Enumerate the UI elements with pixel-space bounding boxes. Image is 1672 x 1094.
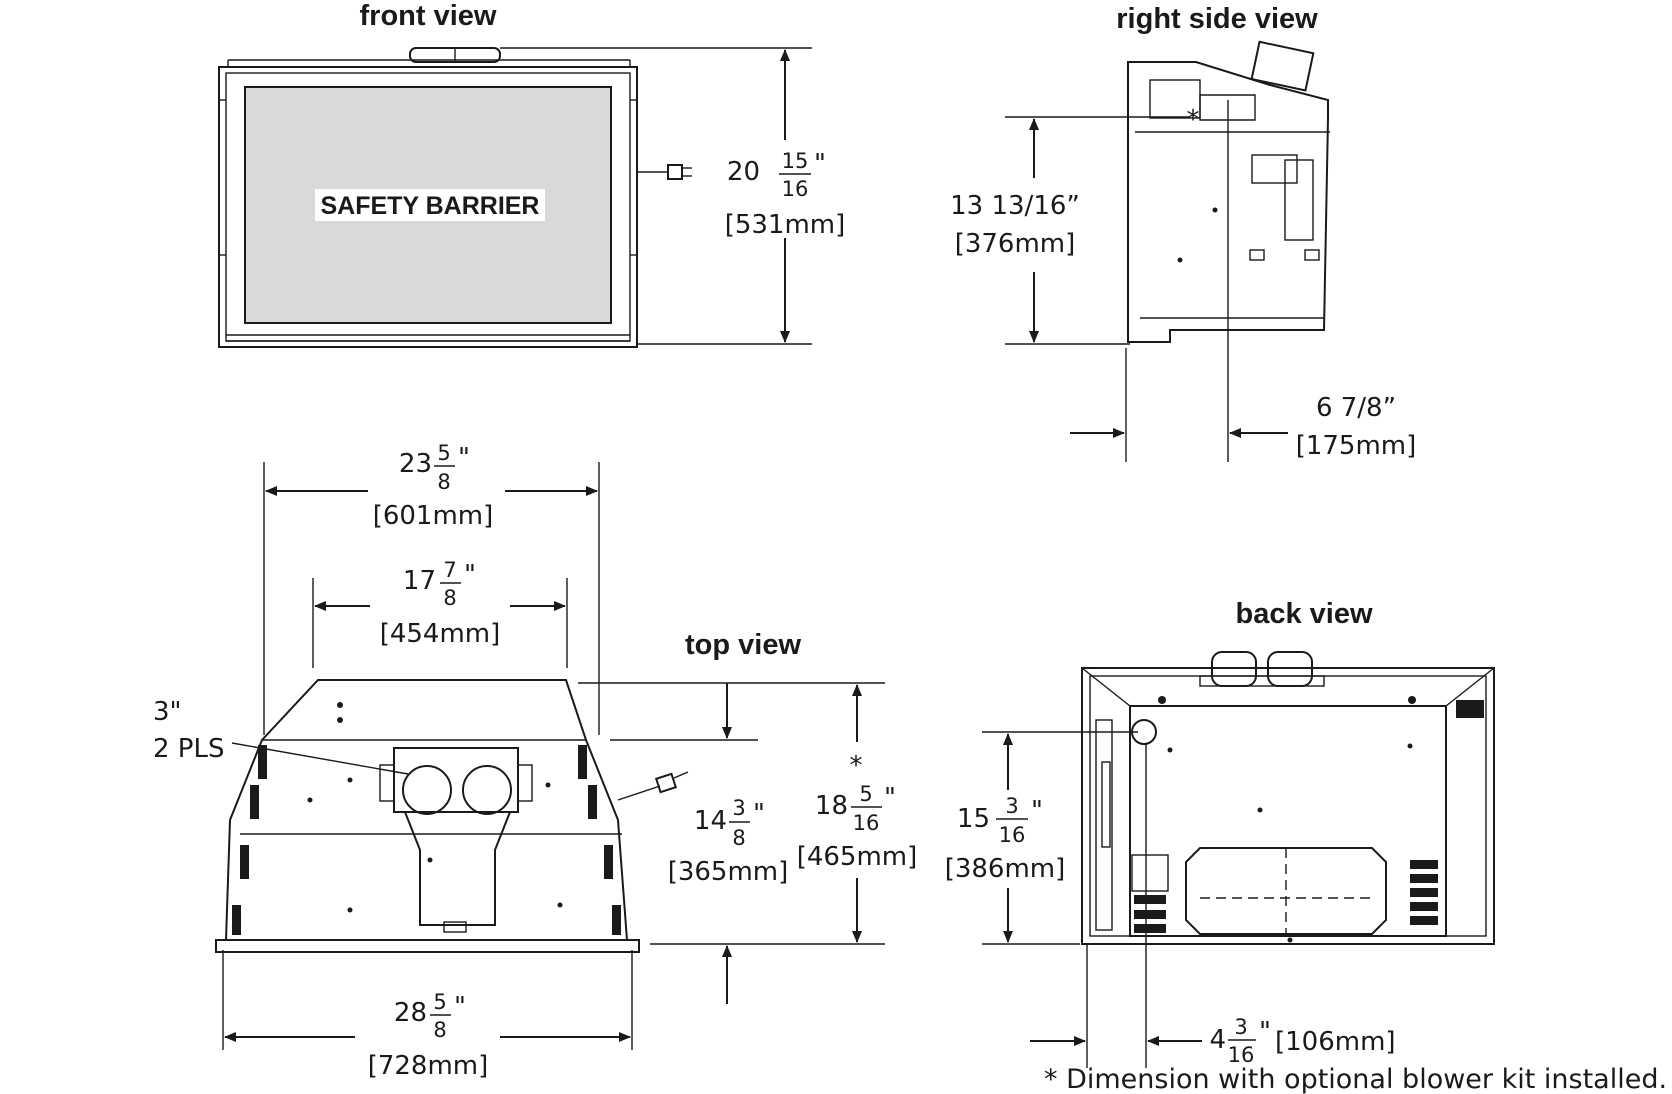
top-view-power-cord-plug-icon [617,771,689,801]
front-view-title: front view [360,0,497,32]
back-offset-metric: [106mm] [1275,1027,1396,1057]
top-view-unit-outline [215,679,640,953]
top-inner-width-metric: [454mm] [380,619,501,649]
back-view-unit-outline [1081,651,1495,945]
back-vent-louvres-left [1134,895,1166,933]
top-overall-width-whole: 28 [394,998,427,1028]
top-depth-b-asterisk: * [850,751,863,781]
right-side-height-text: 13 13/16” [950,191,1080,221]
footnote: * Dimension with optional blower kit ins… [1044,1064,1667,1094]
back-offset-whole: 4 [1209,1025,1226,1055]
top-outer-width-whole: 23 [399,449,432,479]
top-inner-width-num: 7 [443,558,456,582]
top-depth-b-unit: " [884,783,896,813]
top-depth-b-dimension: * 18 5 16 " [465mm] [578,682,918,943]
top-inner-width-dimension: 17 7 8 " [454mm] [312,558,568,668]
top-depth-b-num: 5 [859,782,872,806]
right-side-height-dimension: 13 13/16” [376mm] [950,116,1190,345]
back-height-dimension: 15 3 16 " [386mm] [945,731,1138,945]
right-side-view-title: right side view [1116,3,1318,35]
vent-louvres-right [578,745,621,935]
back-offset-den: 16 [1228,1043,1255,1067]
top-depth-a-den: 8 [732,826,745,850]
top-depth-b-den: 16 [853,811,880,835]
top-inner-width-unit: " [464,560,476,590]
top-overall-width-dimension: 28 5 8 " [728mm] [222,950,633,1081]
right-side-asterisk: * [1187,105,1200,135]
safety-barrier-label-bg [315,189,545,221]
front-view-unit-outline [218,47,638,348]
front-height-num: 15 [782,149,809,173]
back-height-metric: [386mm] [945,854,1066,884]
front-view: front view SAFETY BARRIER [218,0,846,348]
back-height-whole: 15 [957,804,990,834]
top-overall-width-unit: " [454,992,466,1022]
top-view-title: top view [685,629,801,661]
top-outer-width-den: 8 [437,470,450,494]
right-side-depth-metric: [175mm] [1296,431,1417,461]
top-depth-a-unit: " [753,799,765,829]
top-outer-width-num: 5 [437,441,450,465]
top-vent-count: 2 PLS [153,734,224,764]
top-depth-a-whole: 14 [694,806,727,836]
top-overall-width-den: 8 [433,1018,446,1042]
top-outer-width-dimension: 23 5 8 " [601mm] [263,441,600,735]
top-depth-a-metric: [365mm] [668,857,789,887]
front-height-dimension: 20 15 16 " [531mm] [500,47,846,345]
top-view: top view [153,441,917,1081]
back-offset-unit: " [1259,1017,1271,1047]
back-height-num: 3 [1005,794,1018,818]
top-outer-width-metric: [601mm] [373,501,494,531]
front-height-unit: " [814,149,826,179]
top-inner-width-whole: 17 [403,566,436,596]
back-offset-dimension: 4 3 16 " [106mm] [1030,744,1396,1068]
top-depth-b-whole: 18 [815,791,848,821]
back-view: back view [945,598,1495,1068]
top-outer-width-unit: " [458,443,470,473]
top-overall-width-metric: [728mm] [368,1051,489,1081]
front-height-whole: 20 [727,157,760,187]
power-cord-plug-icon [637,164,692,180]
back-height-unit: " [1031,796,1043,826]
top-depth-b-metric: [465mm] [797,842,918,872]
right-side-depth-text: 6 7/8” [1316,393,1396,423]
vent-louvres-left [232,745,267,935]
front-height-den: 16 [782,177,809,201]
safety-barrier-label: SAFETY BARRIER [320,192,539,220]
back-height-den: 16 [999,823,1026,847]
top-inner-width-den: 8 [443,586,456,610]
top-depth-a-dimension: 14 3 8 " [365mm] [610,683,885,1004]
front-height-metric: [531mm] [725,210,846,240]
right-side-view-unit-outline [1127,40,1330,343]
back-offset-num: 3 [1234,1015,1247,1039]
back-vent-louvres-right [1410,700,1484,925]
back-view-title: back view [1235,598,1372,630]
right-side-height-metric: [376mm] [955,229,1076,259]
top-vent-callout: 3" 2 PLS [153,697,409,775]
top-vent-size: 3" [153,697,182,727]
right-side-view: right side view * 13 13/16” [376mm] [950,3,1416,462]
top-overall-width-num: 5 [433,990,446,1014]
top-depth-a-num: 3 [732,796,745,820]
right-side-depth-dimension: 6 7/8” [175mm] [1070,100,1416,462]
